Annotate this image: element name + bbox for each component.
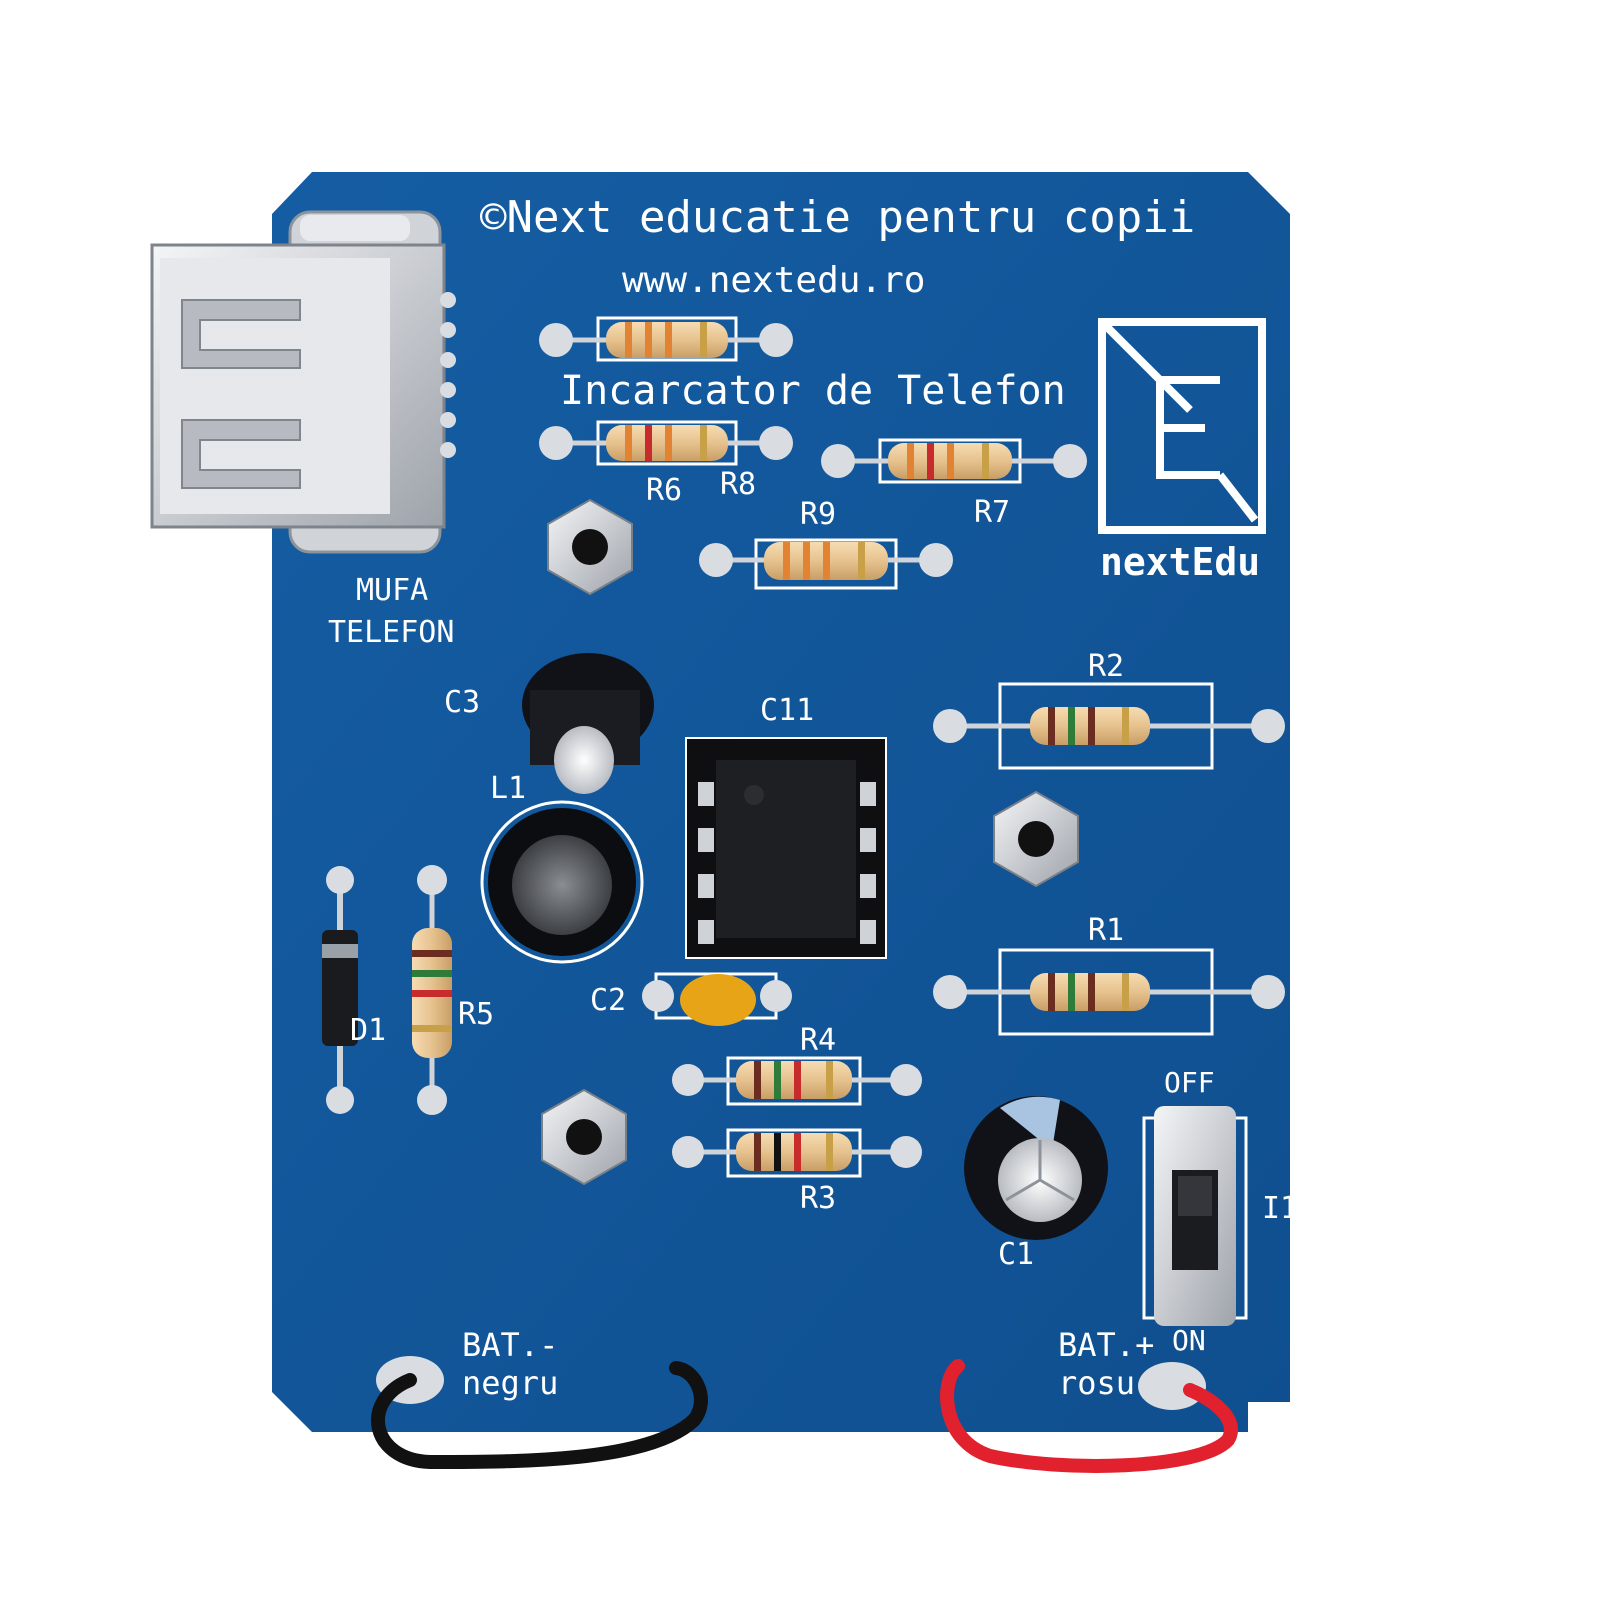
label-bat-pos-line1: BAT.+ [1058, 1326, 1154, 1364]
resistor-r7 [821, 438, 1087, 484]
resistor-r8 [539, 420, 793, 466]
nextedu-logo-icon [1098, 318, 1266, 534]
capacitor-c1 [964, 1096, 1108, 1240]
label-r7: R7 [974, 495, 1010, 530]
usb-label-line1: MUFA [356, 573, 428, 608]
label-r2: R2 [1088, 649, 1124, 684]
label-c1: C1 [998, 1237, 1034, 1272]
label-bat-pos-line2: rosu [1058, 1364, 1135, 1402]
board-subtitle: Incarcator de Telefon [560, 368, 1066, 414]
label-i1: I1 [1262, 1191, 1298, 1226]
label-r8: R8 [720, 467, 756, 502]
capacitor-c2 [642, 972, 792, 1026]
standoff-top-left [547, 498, 633, 596]
resistor-r9 [699, 538, 953, 590]
resistor-r6 [539, 316, 793, 362]
label-switch-on: ON [1172, 1324, 1206, 1357]
capacitor-c3 [522, 653, 654, 794]
wire-black [371, 1361, 708, 1470]
usb-label-line2: TELEFON [328, 615, 454, 650]
diode-d1 [322, 866, 358, 1114]
inductor-l1 [480, 800, 644, 964]
label-r4: R4 [800, 1023, 836, 1058]
resistor-r2 [933, 682, 1285, 770]
pad-bat-pos [1138, 1362, 1206, 1410]
label-switch-off: OFF [1164, 1066, 1215, 1099]
label-bat-neg-line1: BAT.- [462, 1326, 558, 1364]
resistor-r5 [412, 865, 452, 1115]
label-d1: D1 [350, 1013, 386, 1048]
resistor-r1 [933, 948, 1285, 1036]
resistor-r3 [672, 1128, 922, 1178]
label-r6: R6 [646, 473, 682, 508]
label-c11: C11 [760, 693, 814, 728]
switch-i1[interactable] [1142, 1106, 1248, 1326]
label-r9: R9 [800, 497, 836, 532]
label-c3: C3 [444, 685, 480, 720]
usb-connector [150, 210, 456, 554]
label-r1: R1 [1088, 913, 1124, 948]
board-title: ©Next educatie pentru copii [480, 192, 1195, 243]
label-c2: C2 [590, 983, 626, 1018]
standoff-bottom-left [541, 1088, 627, 1186]
label-r5: R5 [458, 997, 494, 1032]
ic-c11 [685, 737, 887, 959]
standoff-middle-right [993, 790, 1079, 888]
logo-text: nextEdu [1100, 540, 1260, 584]
wire-red [940, 1359, 1238, 1473]
label-r3: R3 [800, 1181, 836, 1216]
label-bat-neg-line2: negru [462, 1364, 558, 1402]
label-l1: L1 [490, 771, 526, 806]
board-website: www.nextedu.ro [622, 260, 925, 301]
resistor-r4 [672, 1056, 922, 1106]
